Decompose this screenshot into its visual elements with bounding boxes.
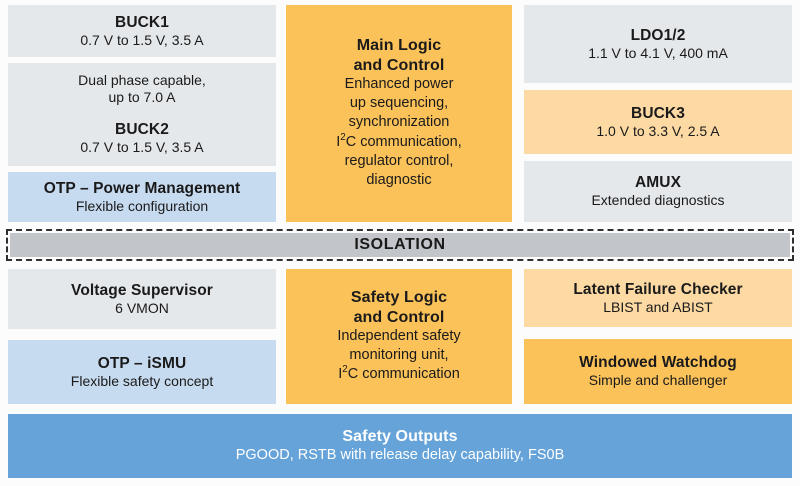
block-buck1-subtitle: 0.7 V to 1.5 V, 3.5 A — [80, 31, 204, 48]
block-main-logic-title-line-2: and Control — [353, 56, 445, 74]
block-main-logic-sub-line-5: regulator control, — [344, 152, 454, 169]
block-buck3-title: BUCK3 — [631, 104, 685, 122]
block-amux[interactable]: AMUX Extended diagnostics — [524, 161, 792, 222]
block-otp-ismu[interactable]: OTP – iSMU Flexible safety concept — [8, 340, 276, 404]
block-main-logic-sub-line-2: up sequencing, — [349, 95, 449, 112]
block-buck3-subtitle: 1.0 V to 3.3 V, 2.5 A — [596, 122, 720, 139]
block-main-logic-sub-line-4: I2C communication, — [336, 131, 462, 150]
block-safety-logic-sub-line-3: I2C communication — [338, 364, 460, 383]
block-buck2-subtitle: 0.7 V to 1.5 V, 3.5 A — [80, 139, 204, 156]
block-safety-logic-title-line-1: Safety Logic — [350, 289, 448, 307]
block-safety-outputs-subtitle: PGOOD, RSTB with release delay capabilit… — [235, 446, 565, 463]
block-ldo1-2-title: LDO1/2 — [630, 26, 686, 44]
block-main-logic-sub-line-6: diagnostic — [366, 172, 432, 189]
block-voltage-supervisor[interactable]: Voltage Supervisor 6 VMON — [8, 269, 276, 329]
block-buck1-title: BUCK1 — [115, 13, 169, 31]
block-windowed-watchdog-subtitle: Simple and challenger — [588, 372, 728, 389]
block-main-logic-sub-line-3: synchronization — [348, 114, 450, 131]
block-main-logic-and-control[interactable]: Main Logic and Control Enhanced power up… — [286, 5, 512, 222]
isolation-label: ISOLATION — [10, 233, 790, 257]
block-safety-logic-title-line-2: and Control — [353, 308, 445, 326]
block-windowed-watchdog[interactable]: Windowed Watchdog Simple and challenger — [524, 339, 792, 404]
block-otp-ismu-subtitle: Flexible safety concept — [70, 372, 214, 389]
block-otp-power-management-subtitle: Flexible configuration — [75, 197, 209, 214]
block-safety-outputs[interactable]: Safety Outputs PGOOD, RSTB with release … — [8, 414, 792, 478]
isolation-barrier: ISOLATION — [6, 229, 794, 261]
block-latent-failure-checker[interactable]: Latent Failure Checker LBIST and ABIST — [524, 269, 792, 327]
block-dual-phase-line-1: Dual phase capable, — [78, 72, 206, 89]
block-main-logic-title-line-1: Main Logic — [356, 37, 442, 55]
block-safety-outputs-title: Safety Outputs — [342, 428, 458, 445]
block-buck3[interactable]: BUCK3 1.0 V to 3.3 V, 2.5 A — [524, 90, 792, 154]
block-buck2[interactable]: BUCK2 0.7 V to 1.5 V, 3.5 A — [8, 111, 276, 166]
block-voltage-supervisor-title: Voltage Supervisor — [71, 281, 213, 299]
block-otp-power-management[interactable]: OTP – Power Management Flexible configur… — [8, 172, 276, 222]
block-buck1[interactable]: BUCK1 0.7 V to 1.5 V, 3.5 A — [8, 5, 276, 57]
block-ldo1-2-subtitle: 1.1 V to 4.1 V, 400 mA — [588, 44, 728, 61]
block-otp-power-management-title: OTP – Power Management — [43, 179, 241, 197]
block-windowed-watchdog-title: Windowed Watchdog — [579, 354, 737, 372]
block-voltage-supervisor-subtitle: 6 VMON — [115, 299, 169, 316]
block-buck2-title: BUCK2 — [115, 121, 169, 139]
block-dual-phase[interactable]: Dual phase capable, up to 7.0 A — [8, 63, 276, 115]
block-safety-logic-and-control[interactable]: Safety Logic and Control Independent saf… — [286, 269, 512, 404]
block-otp-ismu-title: OTP – iSMU — [97, 354, 187, 372]
block-safety-logic-sub-line-1: Independent safety — [337, 327, 461, 344]
block-main-logic-sub-line-1: Enhanced power — [344, 75, 454, 92]
block-amux-title: AMUX — [634, 174, 682, 192]
block-dual-phase-line-2: up to 7.0 A — [108, 89, 176, 105]
block-amux-subtitle: Extended diagnostics — [591, 192, 725, 209]
block-latent-failure-checker-title: Latent Failure Checker — [573, 280, 743, 298]
block-latent-failure-checker-subtitle: LBIST and ABIST — [603, 298, 713, 315]
block-ldo1-2[interactable]: LDO1/2 1.1 V to 4.1 V, 400 mA — [524, 5, 792, 83]
block-safety-logic-sub-line-2: monitoring unit, — [349, 347, 449, 364]
